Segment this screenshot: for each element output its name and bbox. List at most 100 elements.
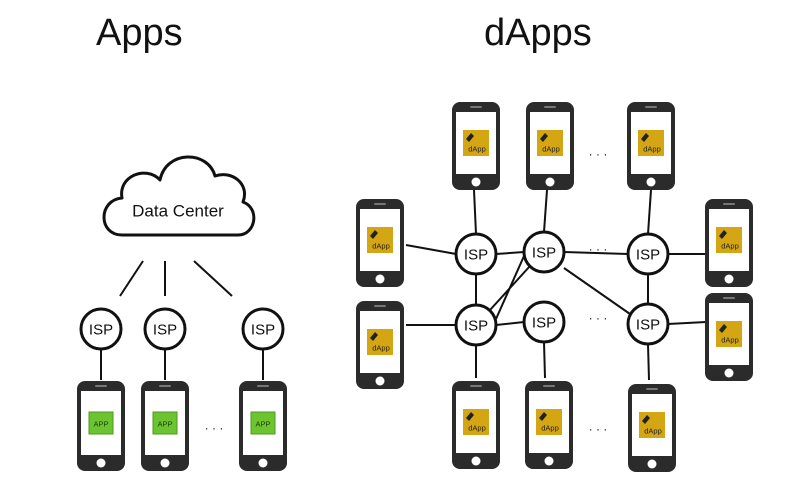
speaker-slot: [374, 305, 386, 307]
home-button: [544, 456, 554, 466]
app-tile: [88, 411, 114, 435]
app-tile: [152, 411, 178, 435]
apps-title: Apps: [96, 12, 183, 54]
dapp-label: dApp: [372, 344, 390, 353]
cloud-outline: [102, 155, 256, 237]
connection-line: [563, 267, 631, 315]
eraser-arrow-icon: [642, 415, 650, 424]
connection-line: [119, 260, 144, 297]
speaker-slot: [544, 106, 556, 108]
isp-label: ISP: [636, 247, 660, 264]
home-button: [647, 459, 657, 469]
ellipsis: · · ·: [589, 242, 608, 256]
home-button: [96, 458, 106, 468]
dapp-tile: [638, 130, 664, 156]
phone-dapp: dApp: [705, 199, 753, 287]
isp-circle: [241, 307, 285, 351]
dapp-tile: [367, 329, 393, 355]
eraser-arrow-icon: [540, 133, 548, 142]
connection-line: [647, 343, 650, 381]
dapp-tile: [537, 130, 563, 156]
dapp-label: dApp: [721, 336, 739, 345]
connection-line: [667, 321, 707, 325]
phone-dapp: dApp: [452, 102, 500, 190]
app-tile: [250, 411, 276, 435]
data-center-label: Data Center: [132, 202, 224, 221]
app-label: APP: [93, 420, 108, 429]
dapp-label: dApp: [372, 242, 390, 251]
eraser-arrow-icon: [370, 230, 378, 239]
home-button: [375, 376, 385, 386]
dapp-tile: [716, 227, 742, 253]
isp-circle: [454, 232, 498, 276]
dapp-label: dApp: [644, 427, 662, 436]
eraser-arrow-icon: [539, 412, 547, 421]
eraser-arrow-icon: [466, 412, 474, 421]
connection-line: [495, 321, 525, 326]
speaker-slot: [470, 385, 482, 387]
connection-line: [495, 251, 525, 255]
speaker-slot: [543, 385, 555, 387]
home-button: [471, 177, 481, 187]
cloud-icon: Data Center: [102, 155, 256, 237]
connection-line: [563, 251, 629, 255]
ellipsis: · · ·: [589, 147, 608, 161]
speaker-slot: [374, 203, 386, 205]
connection-line: [495, 255, 525, 320]
isp-node: ISP: [241, 307, 285, 351]
speaker-slot: [645, 106, 657, 108]
phone-dapp: dApp: [628, 384, 676, 472]
isp-label: ISP: [89, 322, 113, 339]
phone-dapp: dApp: [452, 381, 500, 469]
connection-line: [193, 260, 233, 297]
phone-dapp: dApp: [356, 301, 404, 389]
isp-circle: [79, 307, 123, 351]
home-button: [724, 368, 734, 378]
home-button: [258, 458, 268, 468]
home-button: [545, 177, 555, 187]
connection-line: [543, 341, 546, 379]
speaker-slot: [723, 297, 735, 299]
phone-app: APP: [77, 381, 125, 471]
phone-dapp: dApp: [525, 381, 573, 469]
ellipsis: · · ·: [205, 421, 224, 435]
isp-label: ISP: [636, 317, 660, 334]
home-button: [375, 274, 385, 284]
home-button: [471, 456, 481, 466]
dapp-label: dApp: [542, 145, 560, 154]
dapp-tile: [463, 409, 489, 435]
eraser-arrow-icon: [466, 133, 474, 142]
isp-node: ISP: [143, 307, 187, 351]
isp-node: ISP: [626, 302, 670, 346]
isp-circle: [522, 300, 566, 344]
phone-dapp: dApp: [705, 293, 753, 381]
isp-circle: [143, 307, 187, 351]
ellipsis: · · ·: [589, 422, 608, 436]
dapps-title: dApps: [484, 12, 592, 54]
home-button: [646, 177, 656, 187]
isp-label: ISP: [464, 318, 488, 335]
isp-label: ISP: [464, 247, 488, 264]
phone-dapp: dApp: [356, 199, 404, 287]
home-button: [724, 274, 734, 284]
dapp-label: dApp: [721, 242, 739, 251]
isp-node: ISP: [522, 300, 566, 344]
isp-node: ISP: [626, 232, 670, 276]
isp-node: ISP: [79, 307, 123, 351]
dapp-label: dApp: [468, 424, 486, 433]
dapp-tile: [639, 412, 665, 438]
phone-dapp: dApp: [526, 102, 574, 190]
dapp-label: dApp: [541, 424, 559, 433]
isp-node: ISP: [522, 230, 566, 274]
isp-circle: [626, 232, 670, 276]
isp-circle: [522, 230, 566, 274]
ellipsis: · · ·: [589, 311, 608, 325]
isp-circle: [626, 302, 670, 346]
dapp-tile: [536, 409, 562, 435]
speaker-slot: [470, 106, 482, 108]
connection-line: [543, 189, 548, 233]
isp-label: ISP: [251, 322, 275, 339]
connection-line: [405, 244, 457, 255]
eraser-arrow-icon: [719, 230, 727, 239]
